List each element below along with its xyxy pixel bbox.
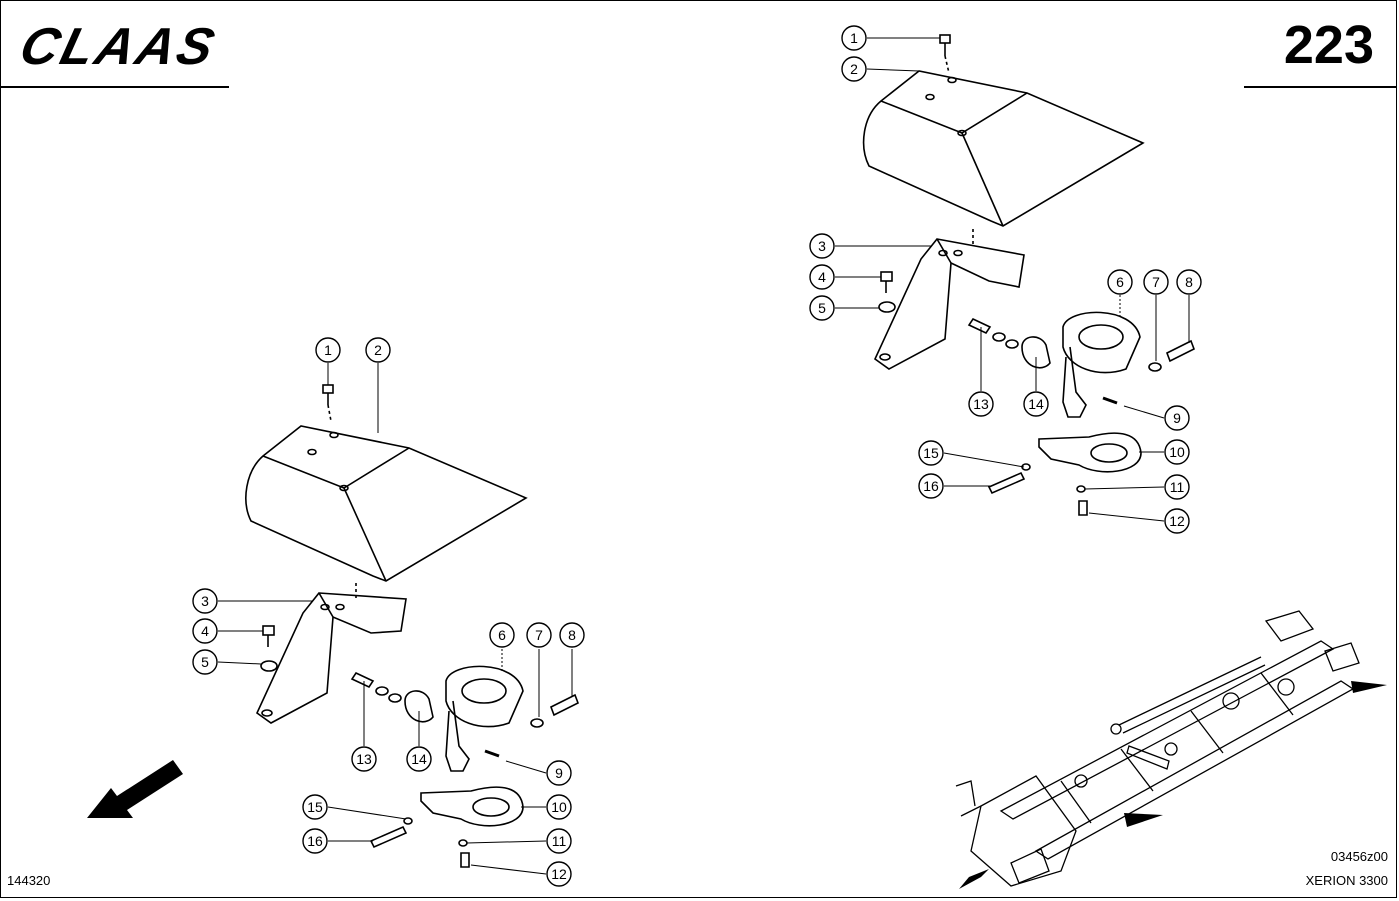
callout-7: 7 (526, 622, 552, 648)
callout-3: 3 (809, 233, 835, 259)
callout-11: 11 (1164, 474, 1190, 500)
svg-text:5: 5 (818, 300, 826, 316)
callout-5: 5 (809, 295, 835, 321)
callout-10: 10 (546, 794, 572, 820)
callout-2: 2 (365, 337, 391, 363)
callout-7: 7 (1143, 269, 1169, 295)
drawing-code: 03456z00 (1330, 849, 1388, 864)
callout-1: 1 (315, 337, 341, 363)
svg-text:3: 3 (818, 238, 826, 254)
svg-text:16: 16 (923, 478, 939, 494)
callout-5: 5 (192, 649, 218, 675)
svg-text:3: 3 (201, 593, 209, 609)
callout-8: 8 (559, 622, 585, 648)
callout-3: 3 (192, 588, 218, 614)
svg-text:10: 10 (1169, 444, 1185, 460)
svg-text:4: 4 (201, 623, 209, 639)
chassis-locator-icon (955, 610, 1387, 889)
svg-text:7: 7 (535, 627, 543, 643)
callout-16: 16 (918, 473, 944, 499)
model-name: XERION 3300 (1305, 873, 1388, 888)
svg-text:13: 13 (356, 751, 372, 767)
svg-text:16: 16 (307, 833, 323, 849)
callout-14: 14 (1023, 391, 1049, 417)
svg-text:1: 1 (324, 342, 332, 358)
locator-arrow-mid (1124, 813, 1163, 827)
locator-arrow-rear (959, 869, 989, 889)
callout-11: 11 (546, 828, 572, 854)
svg-text:2: 2 (850, 61, 858, 77)
svg-text:13: 13 (973, 396, 989, 412)
callout-6: 6 (1107, 269, 1133, 295)
svg-text:10: 10 (551, 799, 567, 815)
direction-arrow-icon (87, 760, 183, 818)
svg-text:12: 12 (1169, 513, 1185, 529)
svg-text:6: 6 (1116, 274, 1124, 290)
callout-15: 15 (918, 440, 944, 466)
callout-8: 8 (1176, 269, 1202, 295)
header-rule-right (1244, 86, 1396, 88)
svg-text:8: 8 (1185, 274, 1193, 290)
svg-text:9: 9 (555, 765, 563, 781)
callout-9: 9 (1164, 405, 1190, 431)
svg-text:11: 11 (552, 833, 567, 849)
locator-arrow-front (1351, 681, 1387, 693)
svg-text:15: 15 (923, 445, 939, 461)
svg-text:7: 7 (1152, 274, 1160, 290)
callout-10: 10 (1164, 439, 1190, 465)
svg-text:2: 2 (374, 342, 382, 358)
callout-14: 14 (406, 746, 432, 772)
callout-4: 4 (809, 264, 835, 290)
callout-9: 9 (546, 760, 572, 786)
callout-12: 12 (546, 861, 572, 887)
svg-text:15: 15 (307, 799, 323, 815)
svg-text:6: 6 (498, 627, 506, 643)
svg-text:14: 14 (1028, 396, 1044, 412)
svg-text:12: 12 (551, 866, 567, 882)
svg-text:9: 9 (1173, 410, 1181, 426)
callout-6: 6 (489, 622, 515, 648)
callout-13: 13 (968, 391, 994, 417)
callout-13: 13 (351, 746, 377, 772)
svg-text:5: 5 (201, 654, 209, 670)
svg-text:4: 4 (818, 269, 826, 285)
callout-2: 2 (841, 56, 867, 82)
callout-12: 12 (1164, 508, 1190, 534)
svg-text:1: 1 (850, 30, 858, 46)
callout-15: 15 (302, 794, 328, 820)
callout-16: 16 (302, 828, 328, 854)
svg-text:11: 11 (1170, 479, 1185, 495)
svg-text:14: 14 (411, 751, 427, 767)
header-rule-left (1, 86, 229, 88)
svg-text:8: 8 (568, 627, 576, 643)
catalog-code: 144320 (7, 873, 51, 888)
page-number: 223 (1283, 15, 1374, 75)
callout-4: 4 (192, 618, 218, 644)
callout-1: 1 (841, 25, 867, 51)
